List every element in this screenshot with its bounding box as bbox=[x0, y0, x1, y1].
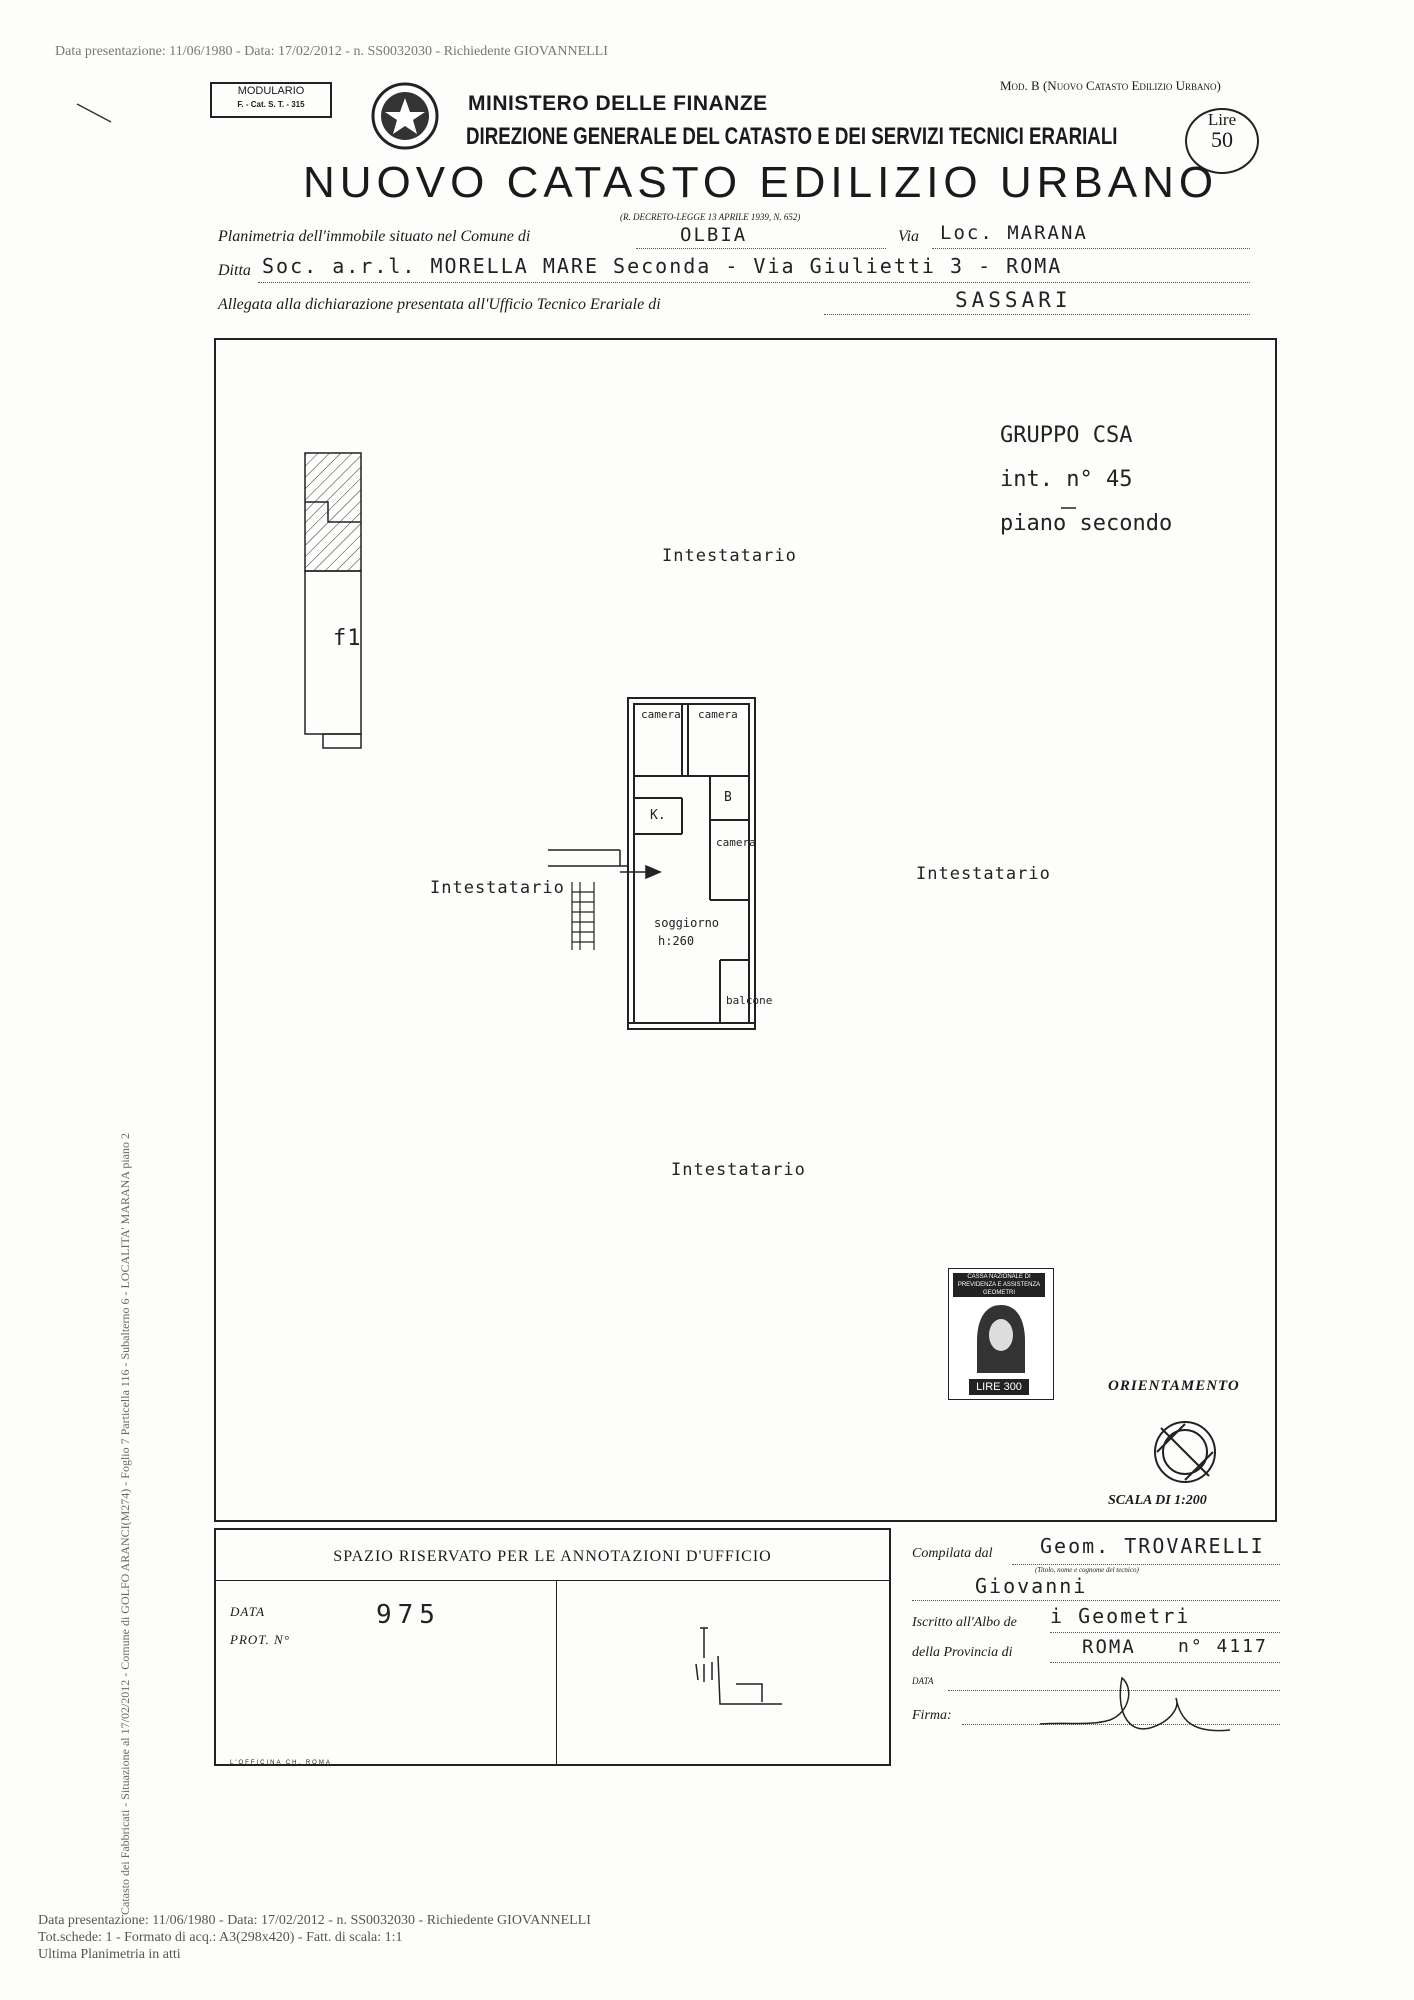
albo-numero: n° 4117 bbox=[1178, 1636, 1268, 1657]
intestatario-west: Intestatario bbox=[430, 878, 565, 898]
office-box-column bbox=[556, 1580, 557, 1764]
ufficio-value: SASSARI bbox=[955, 288, 1072, 312]
signature-icon bbox=[1039, 1676, 1231, 1732]
nome-dotline bbox=[912, 1600, 1280, 1601]
room-camera-3: camera bbox=[716, 836, 756, 849]
room-soggiorno: soggiorno bbox=[654, 916, 720, 930]
document-title: NUOVO CATASTO EDILIZIO URBANO bbox=[303, 158, 1219, 207]
entrance-arrow bbox=[548, 849, 662, 880]
intestatario-south: Intestatario bbox=[671, 1160, 806, 1180]
office-annotation-box: SPAZIO RISERVATO PER LE ANNOTAZIONI D'UF… bbox=[214, 1528, 891, 1766]
modulario-box: MODULARIO F. - Cat. S. T. - 315 bbox=[210, 82, 332, 118]
scala-label: SCALA DI 1:200 bbox=[1108, 1493, 1207, 1508]
top-stamp: Data presentazione: 11/06/1980 - Data: 1… bbox=[55, 44, 608, 59]
stairs bbox=[571, 882, 595, 950]
allegata-label: Allegata alla dichiarazione presentata a… bbox=[218, 296, 661, 313]
data-label: DATA bbox=[912, 1676, 934, 1686]
office-box-title: SPAZIO RISERVATO PER LE ANNOTAZIONI D'UF… bbox=[333, 1548, 772, 1565]
compilata-value: Geom. TROVARELLI bbox=[1040, 1534, 1265, 1558]
data-dotline bbox=[948, 1690, 1280, 1691]
firma-dotline bbox=[962, 1724, 1280, 1725]
tecnico-nome: Giovanni bbox=[975, 1574, 1088, 1598]
lire-label: Lire bbox=[1207, 110, 1237, 129]
comune-value: OLBIA bbox=[680, 224, 748, 246]
office-box-divider bbox=[216, 1580, 889, 1581]
stamp-portrait-icon bbox=[977, 1305, 1025, 1373]
titolo-hint: (Titolo, nome e cognome del tecnico) bbox=[1035, 1566, 1139, 1574]
intestatario-east: Intestatario bbox=[916, 864, 1051, 884]
albo-value: i Geometri bbox=[1050, 1604, 1191, 1628]
provincia-value: ROMA bbox=[1082, 1636, 1136, 1658]
adjacent-block bbox=[304, 452, 362, 749]
provincia-dotline bbox=[1050, 1662, 1280, 1663]
modulario-code: F. - Cat. S. T. - 315 bbox=[237, 100, 305, 109]
via-value: Loc. MARANA bbox=[940, 222, 1088, 244]
room-kitchen: K. bbox=[650, 808, 666, 823]
gruppo-note: GRUPPO CSA int. n° 45 piano secondo bbox=[1000, 423, 1173, 536]
ditta-label: Ditta bbox=[218, 262, 251, 279]
modulario-label: MODULARIO bbox=[237, 85, 305, 97]
intestatario-north: Intestatario bbox=[662, 546, 797, 566]
side-stamp: Catasto dei Fabbricati - Situazione al 1… bbox=[118, 1133, 132, 1915]
firma-label: Firma: bbox=[912, 1708, 952, 1723]
lire-badge: Lire 50 bbox=[1185, 108, 1259, 174]
via-label: Via bbox=[898, 228, 920, 245]
block-label: f1 bbox=[333, 626, 362, 651]
officina-imprint: L'OFFICINA CH. ROMA bbox=[230, 1760, 332, 1766]
via-dotline bbox=[932, 248, 1250, 249]
office-prot-label: PROT. N° bbox=[230, 1632, 290, 1647]
orientation-symbol bbox=[1154, 1421, 1216, 1483]
apartment-outline bbox=[627, 697, 756, 1030]
planimetria-label: Planimetria dell'immobile situato nel Co… bbox=[218, 228, 531, 245]
lire-value: 50 bbox=[1211, 127, 1233, 152]
ufficio-dotline bbox=[824, 314, 1250, 315]
compilata-label: Compilata dal bbox=[912, 1546, 993, 1561]
ditta-value: Soc. a.r.l. MORELLA MARE Seconda - Via G… bbox=[262, 254, 1063, 278]
bottom-stamp: Data presentazione: 11/06/1980 - Data: 1… bbox=[38, 1913, 591, 1962]
ditta-dotline bbox=[258, 282, 1250, 283]
decreto-reference: (R. DECRETO-LEGGE 13 APRILE 1939, N. 652… bbox=[620, 212, 801, 222]
room-height: h:260 bbox=[658, 934, 695, 948]
office-prot-value: 975 bbox=[376, 1600, 441, 1630]
republic-emblem-icon bbox=[371, 82, 439, 150]
provincia-label: della Provincia di bbox=[912, 1645, 1013, 1660]
corner-pen-mark bbox=[76, 103, 112, 123]
iscritto-label: Iscritto all'Albo de bbox=[912, 1615, 1017, 1630]
room-camera-1: camera bbox=[641, 708, 681, 721]
ministry-title: MINISTERO DELLE FINANZE bbox=[468, 92, 768, 115]
comune-dotline bbox=[636, 248, 886, 249]
direzione-title: DIREZIONE GENERALE DEL CATASTO E DEI SER… bbox=[466, 123, 1118, 150]
mod-b-label: Mod. B (Nuovo Catasto Edilizio Urbano) bbox=[1000, 78, 1221, 93]
orientamento-label: ORIENTAMENTO bbox=[1108, 1378, 1240, 1394]
room-bathroom: B bbox=[724, 790, 732, 805]
floor-plan-drawing bbox=[304, 452, 1216, 1483]
albo-dotline bbox=[1050, 1632, 1280, 1633]
office-data-label: DATA bbox=[230, 1604, 266, 1619]
plan-frame: Intestatario Intestatario Intestatario I… bbox=[214, 338, 1277, 1522]
stamp-value: LIRE 300 bbox=[969, 1379, 1029, 1395]
revenue-stamp: CASSA NAZIONALE DI PREVIDENZA E ASSISTEN… bbox=[948, 1268, 1054, 1400]
office-handwritten-mark-icon bbox=[695, 1627, 782, 1705]
room-camera-2: camera bbox=[698, 708, 738, 721]
stamp-header: CASSA NAZIONALE DI PREVIDENZA E ASSISTEN… bbox=[953, 1273, 1045, 1297]
room-balcone: balcone bbox=[726, 994, 773, 1007]
compilata-dotline bbox=[1012, 1564, 1280, 1565]
